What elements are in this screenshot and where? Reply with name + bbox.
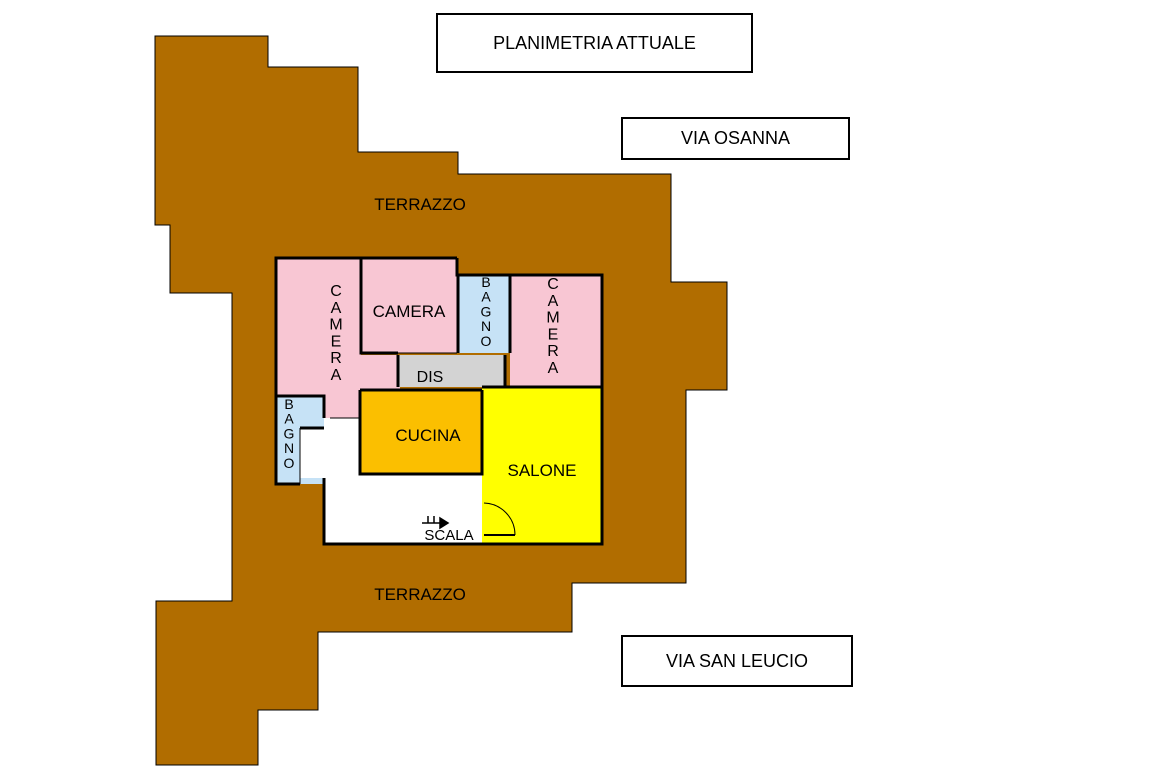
room-dis (398, 355, 505, 387)
label-terrace-south: TERRAZZO (374, 585, 466, 604)
room-cucina (360, 390, 482, 474)
room-bagno-upper (458, 275, 510, 353)
room-camera-center (361, 258, 457, 353)
label-scala: SCALA (424, 527, 473, 544)
label-camera-center: CAMERA (373, 302, 446, 321)
label-dis: DIS (417, 369, 444, 386)
partitions (299, 352, 457, 484)
room-hall (300, 418, 482, 544)
label-salone: SALONE (508, 461, 577, 480)
street-label-bottom: VIA SAN LEUCIO (621, 635, 853, 687)
door-arc (483, 502, 516, 536)
plan-title: PLANIMETRIA ATTUALE (436, 13, 753, 73)
stair-arrow-icon (422, 516, 450, 530)
room-camera-right (510, 275, 602, 387)
room-salone (482, 387, 602, 544)
street-label-top: VIA OSANNA (621, 117, 850, 160)
label-cucina: CUCINA (395, 426, 461, 445)
label-terrace-north: TERRAZZO (374, 195, 466, 214)
